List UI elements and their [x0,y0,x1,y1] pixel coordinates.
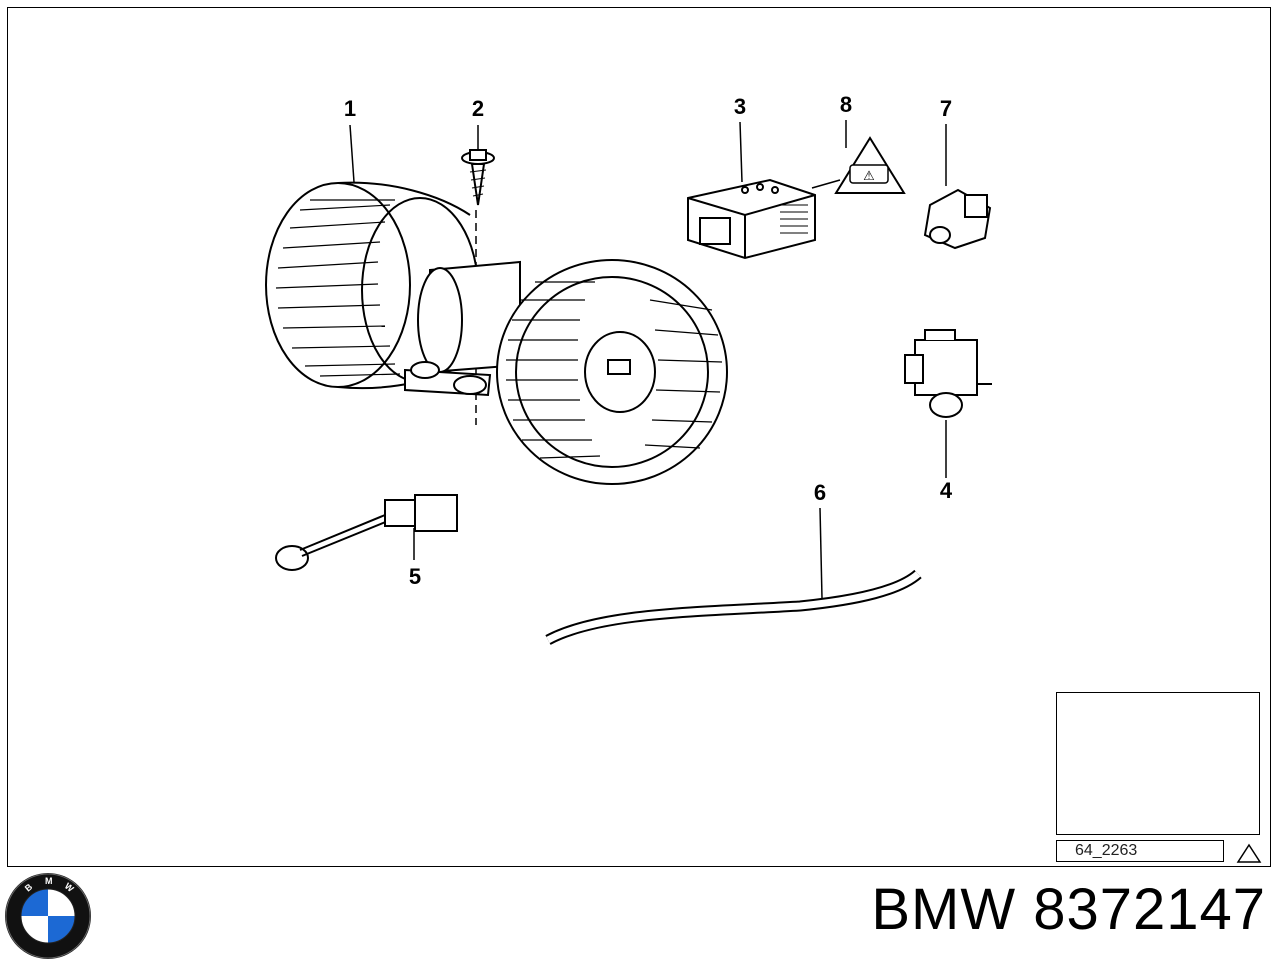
vehicle-location-thumbnail [1056,692,1260,835]
svg-text:B: B [23,881,35,893]
callout-1: 1 [343,96,357,121]
diagram-reference: 64_2263 [1056,840,1224,862]
callout-4: 4 [939,478,953,503]
callout-8: 8 [839,92,853,117]
callout-3: 3 [733,94,747,119]
callout-2: 2 [471,96,485,121]
sensor-part-7 [923,188,992,250]
diagram-frame [7,7,1271,867]
svg-text:M: M [45,876,53,886]
bmw-logo: B M W [5,873,91,959]
warning-label-part-8: ⚠ [834,136,906,194]
warning-triangle-icon [1236,843,1262,863]
svg-text:⚠: ⚠ [863,168,875,183]
hose-part-6 [545,569,922,645]
resistor-part-3 [687,178,816,260]
callout-6: 6 [813,480,827,505]
callout-7: 7 [939,96,953,121]
actuator-part-4 [904,329,992,418]
sensor-cable-part-5 [275,494,458,571]
screw-part-2 [461,149,495,206]
blower-motor-part-1 [265,181,728,485]
callout-5: 5 [408,564,422,589]
part-number-title: BMW 8372147 [871,877,1266,942]
